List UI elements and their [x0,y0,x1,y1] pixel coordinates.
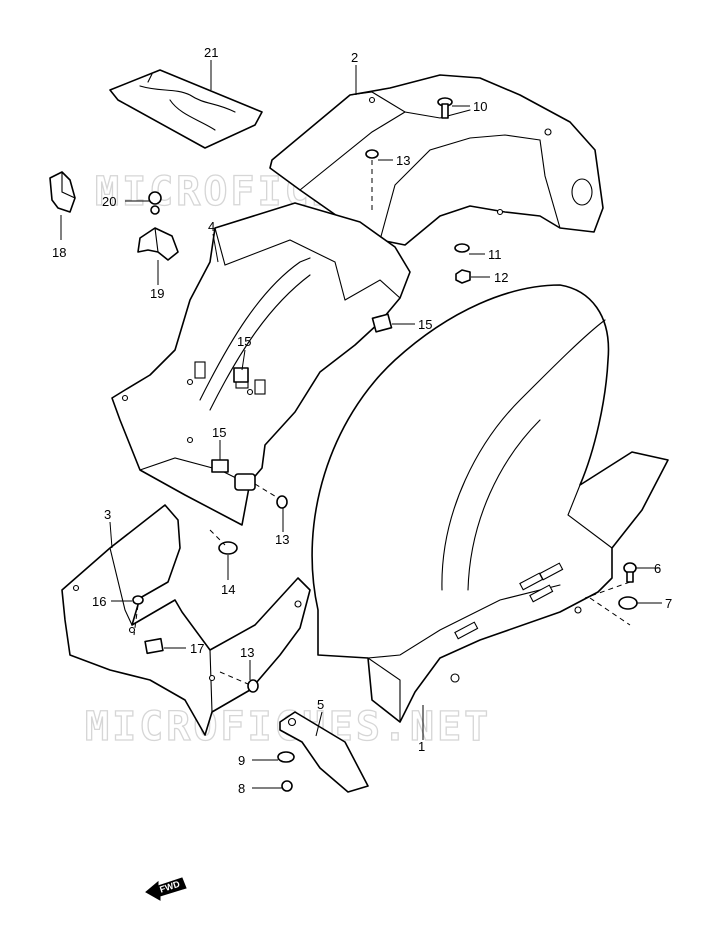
callout-21: 21 [204,45,218,60]
fastener-10-bolt [437,97,453,119]
callout-5: 5 [317,697,324,712]
callout-8: 8 [238,781,245,796]
callout-15-right: 15 [418,317,432,332]
callout-7: 7 [665,596,672,611]
callout-15-mid: 15 [237,334,251,349]
callout-14: 14 [221,582,235,597]
part-19-clip [137,227,179,261]
callout-17: 17 [190,641,204,656]
callout-15-low: 15 [212,425,226,440]
fastener-17-clip [144,637,164,655]
callout-20: 20 [102,194,116,209]
part-5-small-bracket [279,711,369,793]
callout-18: 18 [52,245,66,260]
callout-13-top: 13 [396,153,410,168]
part-18-clip [49,171,76,213]
fastener-13c-screw [219,671,259,693]
callout-6: 6 [654,561,661,576]
callout-16: 16 [92,594,106,609]
fastener-16-screw [132,595,144,636]
part-3-lower-cover [61,504,311,736]
fastener-15a-clip [371,313,393,333]
fastener-7-grommet [589,596,638,626]
part-4-mudguard-plate [111,202,411,526]
callout-12: 12 [494,270,508,285]
fastener-14-grommet [209,529,238,555]
callouts: 21 2 10 13 20 4 11 18 12 19 15 15 15 3 1… [52,45,672,796]
callout-13-mid: 13 [275,532,289,547]
callout-1: 1 [418,739,425,754]
fwd-arrow-icon: FWD [145,877,187,901]
callout-13-low: 13 [240,645,254,660]
leader-lines [60,60,662,789]
callout-3: 3 [104,507,111,522]
fastener-15b-clip [233,367,249,383]
fastener-12-nut [455,269,471,284]
fastener-13a-screw [365,149,379,212]
callout-19: 19 [150,286,164,301]
part-21-pad [109,69,263,149]
fastener-13b-screw [234,473,288,509]
fastener-15c-clip [211,459,229,473]
callout-10: 10 [473,99,487,114]
fastener-6-screw [584,562,637,599]
part-1-rear-fender [311,284,669,723]
fastener-20-bolt [148,191,162,215]
callout-2: 2 [351,50,358,65]
part-2-upper-bracket [269,74,604,246]
fastener-11-washer [454,243,470,253]
callout-9: 9 [238,753,245,768]
fastener-8-bolt [281,780,293,792]
fastener-9-washer [277,751,295,763]
callout-4: 4 [208,219,215,234]
callout-11: 11 [488,247,502,262]
